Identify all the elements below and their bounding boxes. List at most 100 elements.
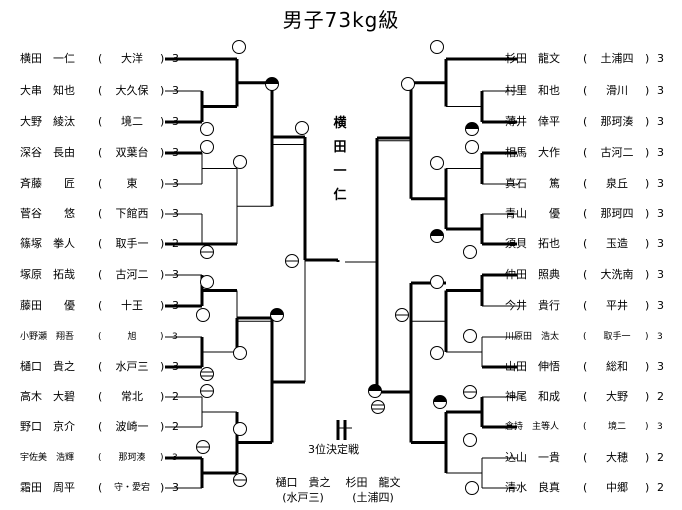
competitor-name: 斉藤 匠 — [20, 177, 75, 190]
competitor-school: 取手一 — [603, 332, 631, 342]
result-mark — [196, 308, 210, 322]
result-mark — [463, 433, 477, 447]
competitor-school: 泉丘 — [606, 177, 628, 190]
result-mark — [200, 140, 214, 154]
result-mark — [233, 422, 247, 436]
paren-close: ) — [160, 268, 165, 281]
result-mark — [200, 275, 214, 289]
competitor-school: 双葉台 — [115, 146, 149, 159]
result-mark — [371, 400, 385, 414]
competitor-school: 守・愛宕 — [113, 483, 150, 493]
paren-close: ) — [160, 360, 165, 373]
competitor-name: 倉持 主等人 — [505, 422, 560, 432]
paren-open: ( — [583, 360, 588, 373]
competitor-school: 取手一 — [115, 237, 149, 250]
paren-open: ( — [583, 299, 588, 312]
paren-open: ( — [583, 237, 588, 250]
paren-close: ) — [160, 390, 165, 403]
paren-close: ) — [645, 481, 650, 494]
paren-open: ( — [583, 146, 588, 159]
paren-close: ) — [160, 332, 164, 342]
competitor-name: 村里 和也 — [505, 84, 560, 97]
competitor-name: 今井 貴行 — [505, 299, 560, 312]
competitor-school: 大洋 — [121, 52, 143, 65]
competitor-school: 土浦四 — [600, 52, 634, 65]
result-mark — [430, 346, 444, 360]
paren-open: ( — [583, 422, 587, 432]
result-mark — [200, 367, 214, 381]
competitor-school: 平井 — [606, 299, 628, 312]
competitor-school: 古河二 — [600, 146, 634, 159]
competitor-name: 神尾 和成 — [505, 390, 560, 403]
result-mark — [233, 346, 247, 360]
result-mark — [463, 245, 477, 259]
result-mark — [295, 121, 309, 135]
competitor-name: 真石 篤 — [505, 177, 560, 190]
competitor-school: 総和 — [606, 360, 628, 373]
result-mark — [401, 77, 415, 91]
third-place-right-school: (土浦四) — [352, 491, 394, 504]
competitor-name: 野口 京介 — [20, 420, 75, 433]
paren-open: ( — [583, 451, 588, 464]
paren-close: ) — [160, 207, 165, 220]
result-mark — [200, 122, 214, 136]
paren-open: ( — [583, 390, 588, 403]
paren-close: ) — [645, 422, 649, 432]
competitor-school: 中郷 — [606, 481, 628, 494]
competitor-school: 下館西 — [115, 207, 149, 220]
competitor-name: 清水 良真 — [505, 481, 560, 494]
paren-close: ) — [645, 52, 650, 65]
paren-open: ( — [98, 481, 103, 494]
competitor-school: 那珂湊 — [118, 453, 146, 463]
third-place-right-name: 杉田 龍文 — [345, 476, 401, 489]
paren-close: ) — [645, 146, 650, 159]
competitor-name: 青山 優 — [505, 207, 560, 220]
result-mark — [463, 329, 477, 343]
competitor-name: 篠塚 拳人 — [20, 237, 75, 250]
competitor-score: 3 — [657, 207, 664, 220]
paren-open: ( — [583, 52, 588, 65]
third-place-label: 3位決定戦 — [308, 443, 359, 456]
competitor-name: 須貝 拓也 — [505, 237, 560, 250]
paren-close: ) — [645, 84, 650, 97]
paren-close: ) — [645, 451, 650, 464]
paren-close: ) — [160, 146, 165, 159]
paren-open: ( — [583, 332, 587, 342]
result-mark — [430, 40, 444, 54]
paren-close: ) — [645, 268, 650, 281]
competitor-school: 境二 — [607, 422, 626, 432]
paren-open: ( — [98, 299, 103, 312]
paren-close: ) — [160, 52, 165, 65]
competitor-score: 3 — [657, 115, 664, 128]
competitor-name: 山田 伸悟 — [505, 360, 560, 373]
competitor-school: 十王 — [121, 299, 143, 312]
paren-open: ( — [583, 207, 588, 220]
competitor-school: 那珂湊 — [600, 115, 634, 128]
competitor-name: 薄井 倖平 — [505, 115, 560, 128]
paren-open: ( — [98, 146, 103, 159]
paren-close: ) — [160, 177, 165, 190]
competitor-name: 川原田 浩太 — [505, 332, 560, 342]
competitor-school: 大洗南 — [600, 268, 634, 281]
result-mark-fill — [368, 384, 382, 391]
paren-open: ( — [98, 237, 103, 250]
paren-open: ( — [583, 177, 588, 190]
paren-close: ) — [645, 207, 650, 220]
competitor-name: 大野 綾汰 — [20, 115, 75, 128]
paren-close: ) — [645, 115, 650, 128]
paren-open: ( — [583, 481, 588, 494]
paren-close: ) — [160, 84, 165, 97]
competitor-school: 境二 — [121, 115, 143, 128]
champion-name: 横 田 一 仁 — [329, 112, 351, 208]
competitor-name: 塚原 拓哉 — [20, 268, 75, 281]
paren-open: ( — [98, 332, 102, 342]
competitor-name: 相馬 大作 — [505, 146, 560, 159]
competitor-school: 大穂 — [606, 451, 628, 464]
result-mark — [465, 140, 479, 154]
competitor-school: 旭 — [127, 332, 137, 342]
paren-close: ) — [645, 299, 650, 312]
competitor-score: 3 — [657, 299, 664, 312]
competitor-name: 込山 一貴 — [505, 451, 560, 464]
paren-open: ( — [98, 115, 103, 128]
